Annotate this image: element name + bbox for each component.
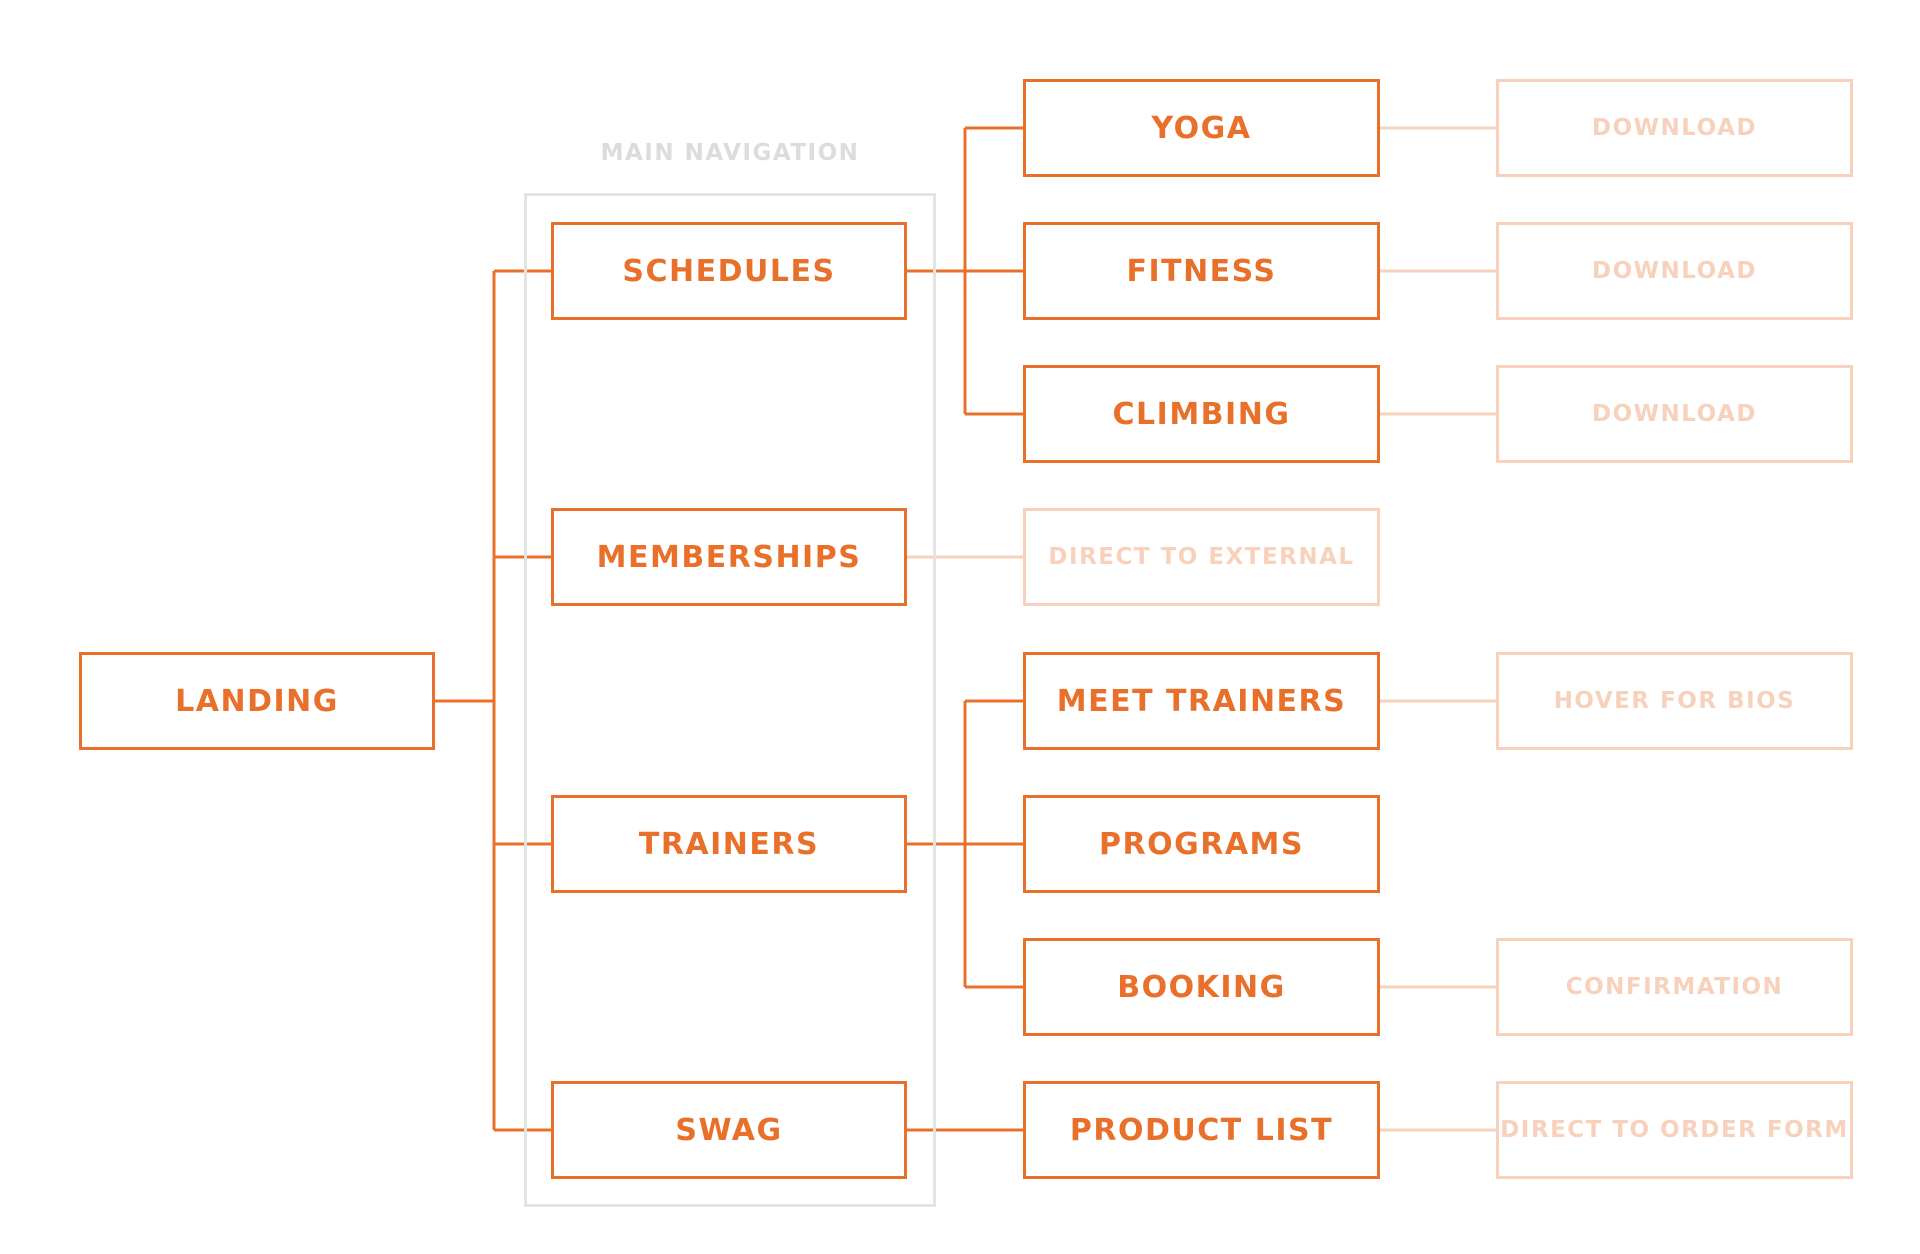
node-product-list: PRODUCT LIST	[1023, 1081, 1380, 1179]
node-climbing: CLIMBING	[1023, 365, 1380, 463]
node-schedules: SCHEDULES	[551, 222, 907, 320]
node-landing: LANDING	[79, 652, 435, 750]
node-programs: PROGRAMS	[1023, 795, 1380, 893]
node-yoga: YOGA	[1023, 79, 1380, 177]
node-direct-to-external: DIRECT TO EXTERNAL	[1023, 508, 1380, 606]
node-fitness: FITNESS	[1023, 222, 1380, 320]
node-download-climbing: DOWNLOAD	[1496, 365, 1853, 463]
node-meet-trainers: MEET TRAINERS	[1023, 652, 1380, 750]
node-direct-to-order-form: DIRECT TO ORDER FORM	[1496, 1081, 1853, 1179]
main-navigation-label: MAIN NAVIGATION	[600, 140, 860, 166]
node-memberships: MEMBERSHIPS	[551, 508, 907, 606]
node-swag: SWAG	[551, 1081, 907, 1179]
node-trainers: TRAINERS	[551, 795, 907, 893]
node-confirmation: CONFIRMATION	[1496, 938, 1853, 1036]
node-hover-for-bios: HOVER FOR BIOS	[1496, 652, 1853, 750]
node-download-yoga: DOWNLOAD	[1496, 79, 1853, 177]
node-booking: BOOKING	[1023, 938, 1380, 1036]
node-download-fitness: DOWNLOAD	[1496, 222, 1853, 320]
main-navigation-group	[524, 193, 936, 1207]
